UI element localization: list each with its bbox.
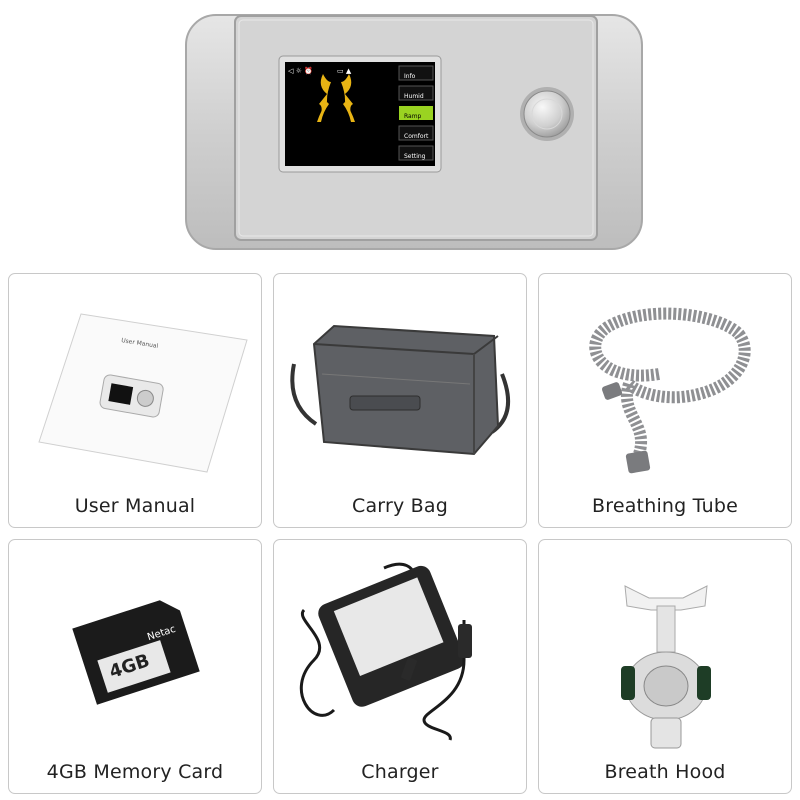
card-breath-hood: Breath Hood bbox=[538, 539, 792, 794]
card-user-manual: User Manual User Manual bbox=[8, 273, 262, 528]
card-charger: Charger bbox=[273, 539, 527, 794]
card-memory-card: Netac 4GB 4GB Memory Card bbox=[8, 539, 262, 794]
menu-item-setting: Setting bbox=[404, 153, 426, 160]
user-manual-booklet-icon bbox=[38, 313, 248, 473]
screen-menu: Info Humid Ramp Comfort Setting bbox=[404, 67, 434, 167]
menu-item-info: Info bbox=[404, 73, 416, 80]
label-breath-hood: Breath Hood bbox=[604, 761, 726, 783]
nasal-mask-icon bbox=[621, 585, 711, 749]
label-charger: Charger bbox=[361, 761, 439, 783]
label-breathing-tube: Breathing Tube bbox=[592, 495, 738, 517]
menu-item-humid: Humid bbox=[404, 93, 424, 100]
svg-text:◁ ☼ ⏰: ◁ ☼ ⏰ bbox=[288, 66, 313, 75]
svg-text:▭ ▲: ▭ ▲ bbox=[337, 67, 352, 75]
label-memory-card: 4GB Memory Card bbox=[46, 761, 224, 783]
menu-item-ramp: Ramp bbox=[404, 113, 422, 120]
label-user-manual: User Manual bbox=[74, 495, 196, 517]
breathing-tube-icon bbox=[589, 307, 751, 474]
power-adapter-icon bbox=[299, 562, 472, 741]
carry-bag-icon bbox=[290, 324, 510, 456]
dolphin-icon bbox=[317, 74, 355, 122]
cpap-device-image: ◁ ☼ ⏰ ▭ ▲ bbox=[185, 14, 643, 250]
sd-memory-card-icon bbox=[72, 600, 200, 705]
menu-item-comfort: Comfort bbox=[404, 133, 429, 140]
label-carry-bag: Carry Bag bbox=[351, 495, 449, 517]
card-breathing-tube: Breathing Tube bbox=[538, 273, 792, 528]
card-carry-bag: Carry Bag bbox=[273, 273, 527, 528]
